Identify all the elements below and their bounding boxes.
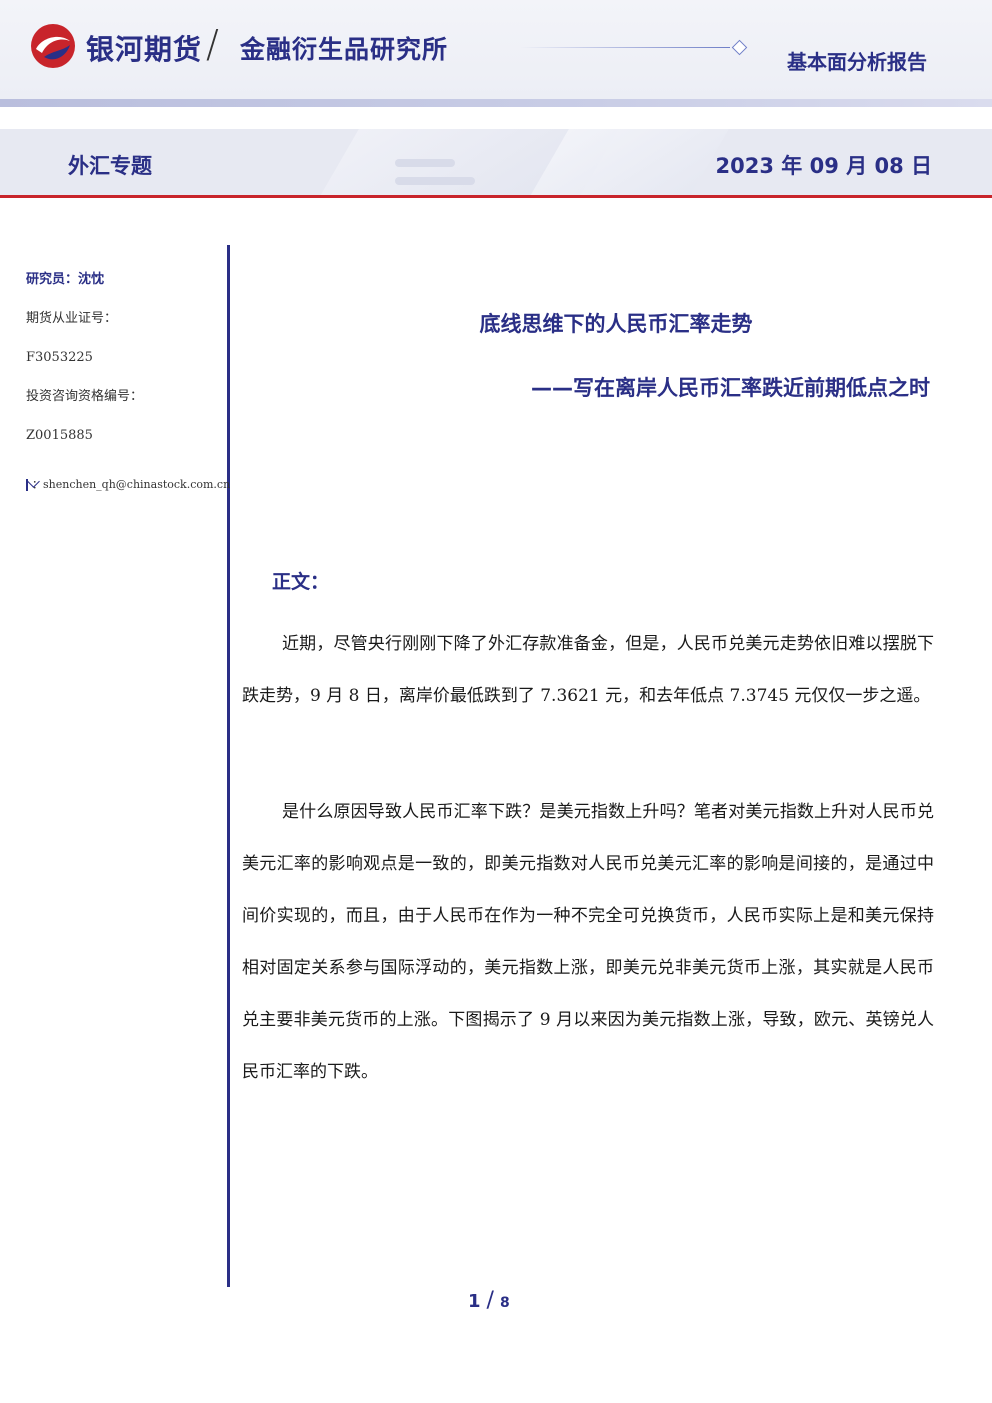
diamond-icon: [731, 39, 748, 56]
paragraph: 近期，尽管央行刚刚下降了外汇存款准备金，但是，人民币兑美元走势依旧难以摆脱下跌走…: [242, 634, 934, 706]
page-separator: /: [486, 1288, 494, 1313]
paragraph: 是什么原因导致人民币汇率下跌？是美元指数上升吗？笔者对美元指数上升对人民币兑美元…: [242, 802, 934, 1082]
institute-name: 金融衍生品研究所: [240, 35, 449, 64]
decorative-line: [520, 47, 730, 48]
company-name: 银河期货: [86, 33, 203, 66]
header-divider: /: [206, 22, 219, 66]
subheader-band: [0, 129, 992, 195]
red-divider: [0, 195, 992, 198]
header-underline: [0, 99, 992, 107]
article-subtitle: ——写在离岸人民币汇率跌近前期低点之时: [531, 376, 930, 400]
topic-label: 外汇专题: [68, 154, 152, 178]
email-row: ：shenchen_qh@chinastock.com.cn: [26, 465, 230, 504]
license-number: F3053225: [26, 350, 93, 365]
report-type: 基本面分析报告: [787, 50, 927, 74]
report-date: 2023 年 09 月 08 日: [715, 154, 932, 178]
page-indicator: 1/ 8: [468, 1288, 510, 1313]
advisory-label: 投资咨询资格编号：: [26, 389, 144, 404]
total-pages: 8: [499, 1295, 510, 1311]
article-title: 底线思维下的人民币汇率走势: [479, 312, 753, 336]
license-label: 期货从业证号：: [26, 311, 118, 326]
header-band: 银河期货 / 金融衍生品研究所 基本面分析报告: [0, 0, 992, 100]
current-page: 1: [468, 1291, 481, 1312]
sidebar-rule: [227, 245, 230, 1287]
analyst-name: 研究员：沈忱: [26, 272, 105, 287]
galaxy-logo-icon: [31, 24, 75, 68]
advisory-number: Z0015885: [26, 428, 93, 443]
email-address[interactable]: ：shenchen_qh@chinastock.com.cn: [32, 477, 231, 491]
mail-icon: [26, 478, 28, 491]
analyst-sidebar: 研究员：沈忱 期货从业证号： F3053225 投资咨询资格编号： Z00158…: [26, 270, 230, 504]
section-heading: 正文：: [272, 571, 330, 593]
